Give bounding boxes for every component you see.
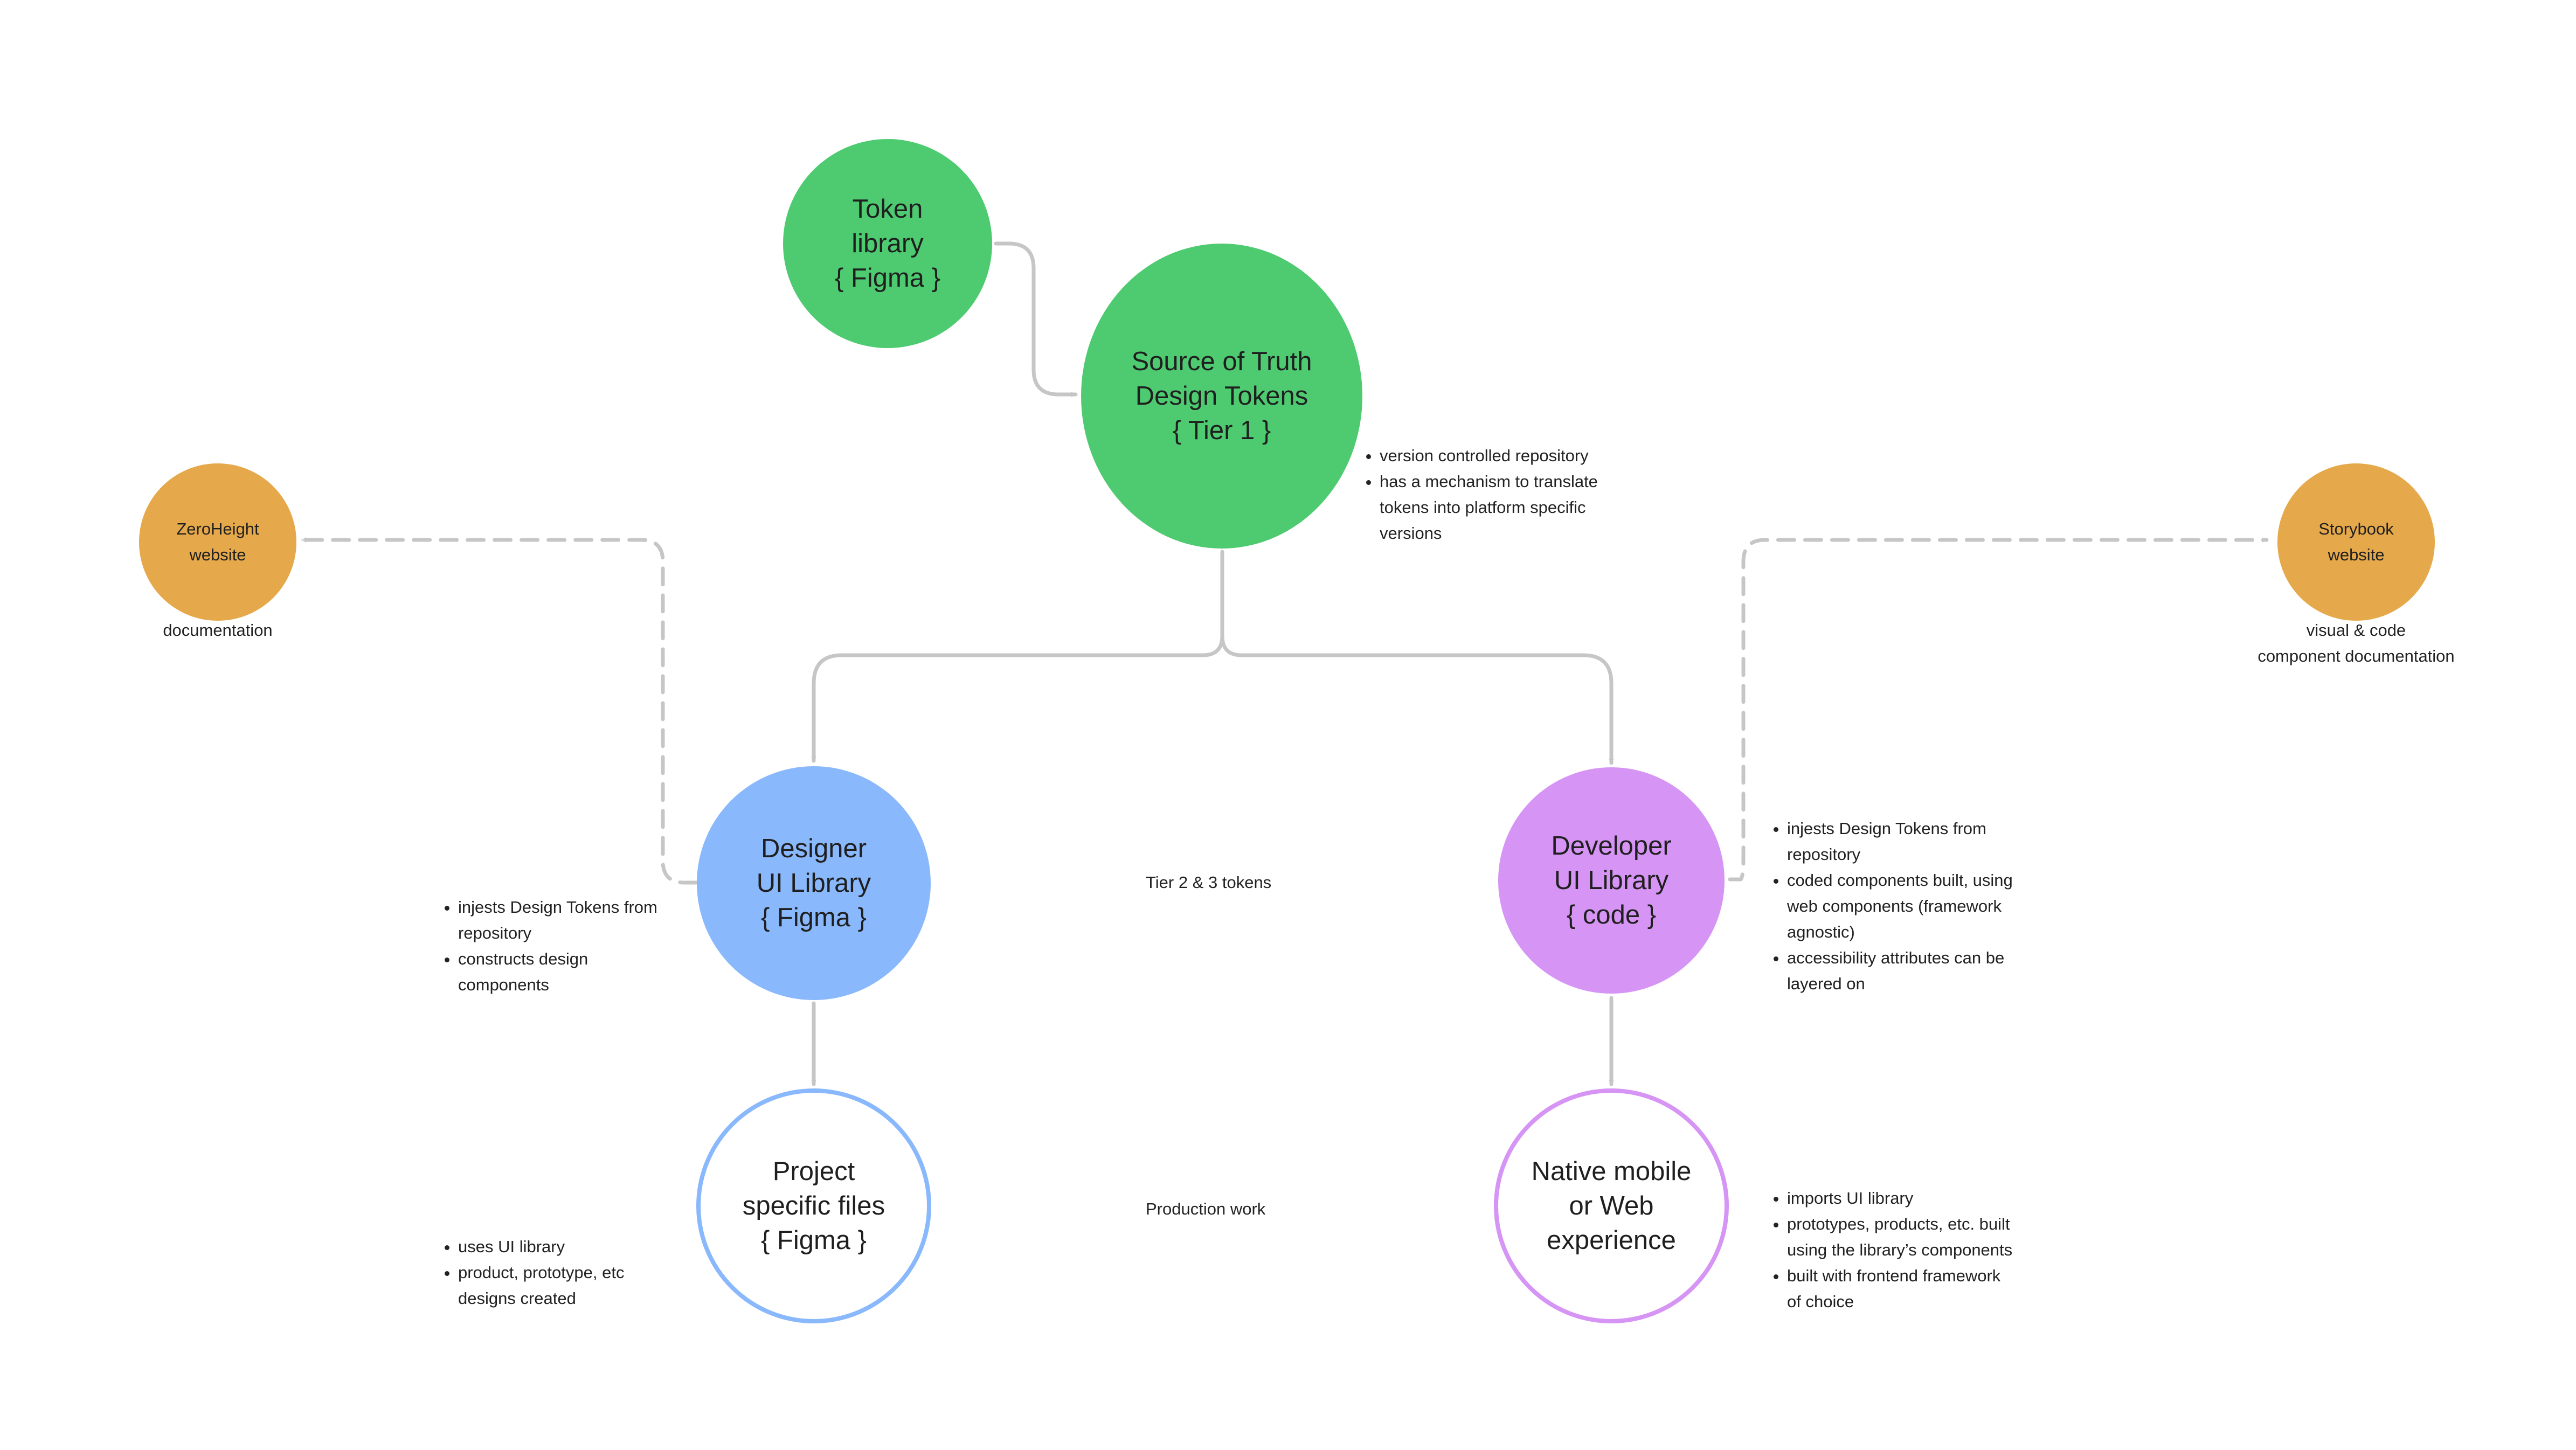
project-files-notes: uses UI library product, prototype, etc … bbox=[440, 1234, 698, 1312]
note-line: imports UI library bbox=[1787, 1189, 1914, 1208]
caption-line: visual & code bbox=[2306, 621, 2406, 640]
note-line: of choice bbox=[1787, 1292, 1854, 1311]
note-line: web components (framework bbox=[1787, 897, 2002, 915]
native-mobile-notes: imports UI library prototypes, products,… bbox=[1769, 1185, 2060, 1315]
note-line: has a mechanism to translate bbox=[1380, 472, 1598, 491]
tier-tokens-label: Tier 2 & 3 tokens bbox=[1146, 873, 1272, 892]
node-label-line: Native mobile bbox=[1531, 1157, 1692, 1186]
zeroheight-caption: documentation bbox=[110, 618, 326, 643]
node-label-line: Developer bbox=[1551, 831, 1672, 861]
node-label-line: ZeroHeight bbox=[176, 519, 259, 538]
node-label-line: or Web bbox=[1569, 1191, 1654, 1220]
node-label-line: website bbox=[189, 545, 246, 564]
note-item: injests Design Tokens from repository bbox=[458, 894, 698, 946]
edge-designer-to-zeroheight bbox=[300, 540, 698, 885]
token-library-node: Token library { Figma } bbox=[783, 139, 992, 348]
node-label-line: library bbox=[851, 229, 924, 258]
note-line: constructs design bbox=[458, 949, 588, 968]
edge-source-to-developer bbox=[1220, 634, 1611, 765]
developer-ui-notes: injests Design Tokens from repository co… bbox=[1769, 816, 2060, 997]
note-item: constructs design components bbox=[458, 946, 698, 998]
note-line: versions bbox=[1380, 524, 1442, 543]
note-line: repository bbox=[1787, 845, 1861, 864]
note-line: layered on bbox=[1787, 974, 1865, 993]
note-item: imports UI library bbox=[1787, 1185, 2060, 1211]
production-work-label: Production work bbox=[1146, 1199, 1266, 1218]
zeroheight-node: ZeroHeight website bbox=[139, 463, 296, 621]
storybook-caption: visual & code component documentation bbox=[2194, 618, 2518, 669]
note-item: coded components built, using web compon… bbox=[1787, 868, 2060, 945]
edge-developer-to-storybook bbox=[1728, 540, 2269, 882]
note-line: prototypes, products, etc. built bbox=[1787, 1215, 2010, 1233]
note-line: tokens into platform specific bbox=[1380, 498, 1586, 517]
node-label-line: Storybook bbox=[2318, 519, 2394, 538]
edge-source-to-designer bbox=[814, 550, 1224, 763]
edge-token-to-source bbox=[994, 241, 1078, 394]
note-line: coded components built, using bbox=[1787, 871, 2013, 890]
note-item: accessibility attributes can be layered … bbox=[1787, 945, 2060, 997]
note-line: designs created bbox=[458, 1289, 576, 1308]
node-label-line: { Figma } bbox=[760, 903, 867, 932]
developer-ui-library-node: Developer UI Library { code } bbox=[1498, 767, 1725, 994]
note-line: components bbox=[458, 975, 549, 994]
node-label-line: { Figma } bbox=[760, 1226, 867, 1255]
note-item: has a mechanism to translate tokens into… bbox=[1380, 469, 1642, 546]
node-label-line: Project bbox=[772, 1157, 855, 1186]
note-item: built with frontend framework of choice bbox=[1787, 1263, 2060, 1315]
note-line: using the library’s components bbox=[1787, 1240, 2013, 1259]
caption-line: component documentation bbox=[2258, 647, 2455, 665]
note-item: injests Design Tokens from repository bbox=[1787, 816, 2060, 868]
note-line: injests Design Tokens from bbox=[1787, 819, 1986, 838]
node-label-line: Source of Truth bbox=[1131, 347, 1312, 376]
note-line: injests Design Tokens from bbox=[458, 898, 657, 917]
node-label-line: { code } bbox=[1566, 900, 1657, 929]
source-of-truth-notes: version controlled repository has a mech… bbox=[1361, 443, 1642, 546]
note-item: uses UI library bbox=[458, 1234, 698, 1260]
node-label-line: Designer bbox=[760, 834, 867, 863]
note-line: accessibility attributes can be bbox=[1787, 948, 2005, 967]
project-files-node: Project specific files { Figma } bbox=[696, 1088, 931, 1323]
node-label-line: Design Tokens bbox=[1135, 381, 1308, 411]
node-label-line: experience bbox=[1547, 1226, 1676, 1255]
native-mobile-node: Native mobile or Web experience bbox=[1494, 1088, 1729, 1323]
node-label-line: UI Library bbox=[1554, 866, 1669, 895]
node-label-line: { Tier 1 } bbox=[1172, 416, 1271, 445]
note-line: version controlled repository bbox=[1380, 446, 1589, 465]
note-item: product, prototype, etc designs created bbox=[458, 1260, 698, 1312]
designer-ui-notes: injests Design Tokens from repository co… bbox=[440, 894, 698, 998]
node-label-line: website bbox=[2328, 545, 2385, 564]
node-label-line: specific files bbox=[742, 1191, 885, 1220]
caption-line: documentation bbox=[163, 621, 273, 640]
note-line: built with frontend framework bbox=[1787, 1266, 2001, 1285]
note-line: product, prototype, etc bbox=[458, 1263, 625, 1282]
designer-ui-library-node: Designer UI Library { Figma } bbox=[697, 766, 931, 1000]
note-line: uses UI library bbox=[458, 1237, 565, 1256]
node-label-line: UI Library bbox=[756, 869, 871, 898]
note-item: prototypes, products, etc. built using t… bbox=[1787, 1211, 2060, 1263]
source-of-truth-node: Source of Truth Design Tokens { Tier 1 } bbox=[1081, 244, 1362, 549]
note-line: repository bbox=[458, 924, 532, 942]
note-item: version controlled repository bbox=[1380, 443, 1642, 469]
storybook-node: Storybook website bbox=[2277, 463, 2435, 621]
node-label-line: { Figma } bbox=[834, 263, 941, 293]
node-label-line: Token bbox=[852, 195, 923, 224]
note-line: agnostic) bbox=[1787, 922, 1855, 941]
